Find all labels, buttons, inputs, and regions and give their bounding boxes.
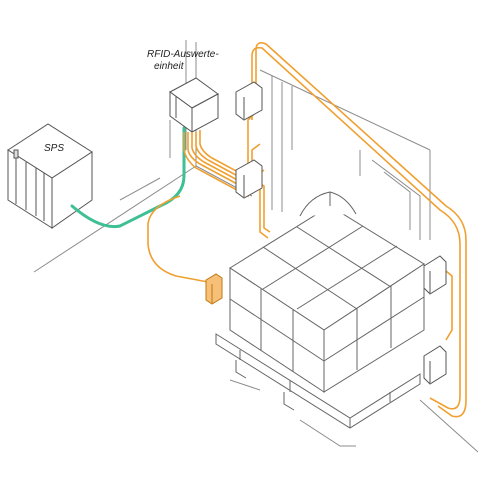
rfid-label-line2: einheit bbox=[154, 61, 184, 72]
rfid-unit-label: RFID-Auswerte- einheit bbox=[147, 49, 219, 73]
rfid-label-line1: RFID-Auswerte- bbox=[147, 49, 219, 60]
sps-label: SPS bbox=[44, 143, 65, 154]
floor-wall-lines bbox=[33, 40, 479, 453]
pallet-with-boxes bbox=[215, 191, 425, 429]
sensor-device bbox=[205, 273, 223, 305]
sps-cabinet bbox=[7, 123, 93, 229]
rfid-evaluation-unit bbox=[169, 77, 219, 133]
rfid-antennas bbox=[235, 81, 447, 385]
